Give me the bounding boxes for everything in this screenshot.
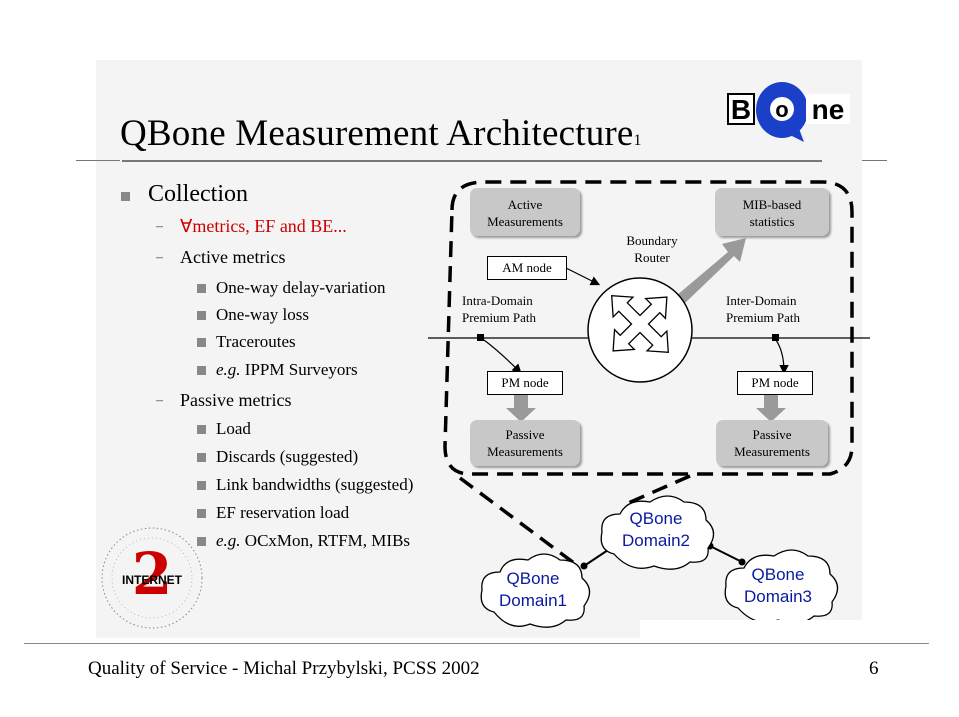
intra-domain-label: Intra-Domain Premium Path	[462, 293, 537, 325]
footer-text: Quality of Service - Michal Przybylski, …	[88, 658, 480, 679]
logo-letters-ne: ne	[812, 94, 845, 125]
slide-image	[96, 60, 862, 638]
qbone-logo: B o ne	[727, 82, 850, 142]
slide-title: QBone Measurement Architecture1	[120, 113, 642, 154]
bullet-square	[197, 425, 206, 434]
bullet-square	[197, 338, 206, 347]
bullet-passive-metrics: Passive metrics	[180, 390, 292, 410]
cloud-domain3-label: QBone Domain3	[743, 565, 813, 606]
cloud-domain2	[600, 495, 715, 570]
page-number: 6	[869, 658, 879, 679]
am-node-box: AM node	[487, 256, 567, 280]
bullet-active-metrics: Active metrics	[180, 247, 286, 267]
internet2-seal-logo: 2 INTERNET	[101, 527, 203, 629]
bullet-forall-metrics: ∀metrics, EF and BE...	[180, 216, 347, 236]
bullet-square	[197, 481, 206, 490]
cloud-domain1	[480, 553, 591, 628]
bullet-dash: –	[156, 219, 163, 234]
title-rule	[122, 160, 822, 162]
bullet-passive-item: Link bandwidths (suggested)	[216, 475, 414, 494]
bullet-active-item: One-way loss	[216, 305, 310, 324]
bullet-square	[121, 192, 130, 201]
logo-letter-b: B	[731, 94, 751, 125]
grey-arrow-to-mib	[676, 238, 746, 304]
dashed-line-right	[625, 474, 691, 506]
link-domain2-domain3	[709, 545, 743, 563]
title-rule-left	[76, 160, 120, 161]
svg-text:INTERNET: INTERNET	[122, 573, 183, 587]
bullet-passive-item: Discards (suggested)	[216, 447, 359, 466]
bullet-active-eg: e.g. IPPM Surveyors	[216, 360, 358, 379]
grey-arrow-right-down	[756, 393, 786, 422]
bullet-passive-eg: e.g. OCxMon, RTFM, MIBs	[216, 531, 411, 550]
bullet-active-item: Traceroutes	[216, 332, 296, 351]
bullet-dash: –	[156, 393, 163, 408]
grey-arrow-left-down	[506, 393, 536, 422]
pm-node-right-box: PM node	[737, 371, 813, 395]
bullet-square	[197, 311, 206, 320]
bullet-square	[197, 453, 206, 462]
arrow-am-to-router	[565, 267, 601, 286]
logo-letter-o: o	[775, 97, 788, 122]
boundary-router-label: Boundary Router	[626, 233, 678, 265]
bullet-square	[197, 537, 206, 546]
title-rule-right	[862, 160, 887, 161]
bullet-active-item: One-way delay-variation	[216, 278, 386, 297]
bullet-square	[197, 366, 206, 375]
footer-rule	[24, 643, 929, 644]
domain-boundary-dashed	[443, 180, 854, 476]
bullet-square	[197, 509, 206, 518]
cloud-domain2-label: QBone Domain2	[621, 509, 691, 550]
arrow-to-pm-left	[483, 339, 522, 374]
bullet-passive-item: EF reservation load	[216, 503, 350, 522]
white-cover-block	[640, 620, 878, 642]
bullet-passive-item: Load	[216, 419, 251, 438]
mib-statistics-box: MIB-based statistics	[715, 188, 829, 236]
bullet-square	[197, 284, 206, 293]
passive-measurements-left-box: Passive Measurements	[470, 420, 580, 466]
bullet-dash: –	[156, 250, 163, 265]
active-measurements-box: Active Measurements	[470, 188, 580, 236]
inter-domain-label: Inter-Domain Premium Path	[726, 293, 801, 325]
arrow-to-pm-right	[775, 339, 789, 375]
dashed-line-left	[458, 476, 580, 568]
pm-node-left-box: PM node	[487, 371, 563, 395]
bullet-collection: Collection	[148, 181, 248, 207]
svg-text:2: 2	[132, 540, 172, 608]
passive-measurements-right-box: Passive Measurements	[716, 420, 828, 466]
cloud-domain1-label: QBone Domain1	[498, 569, 568, 610]
